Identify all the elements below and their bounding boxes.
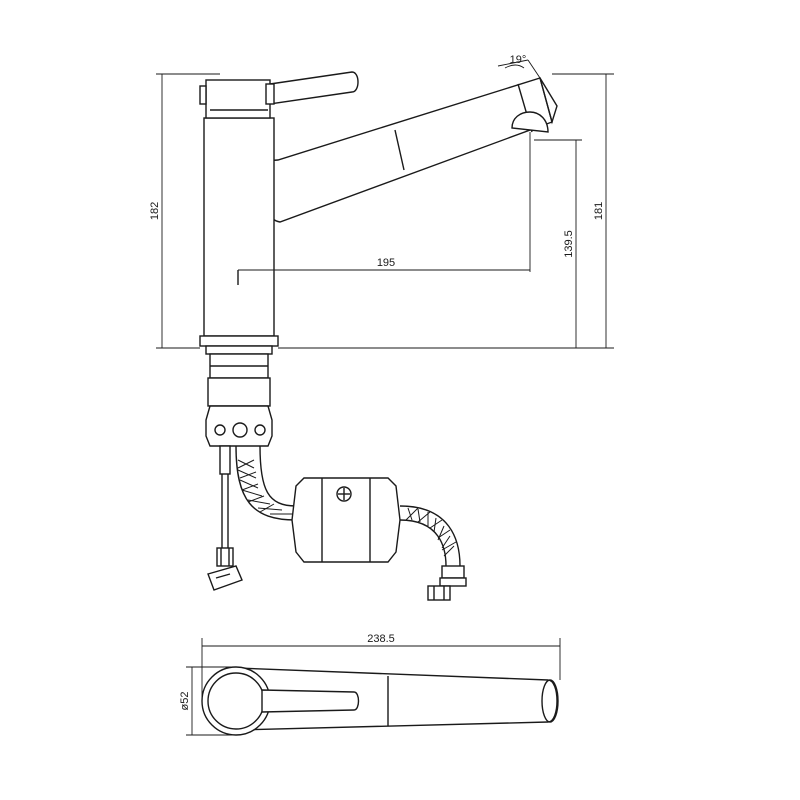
dim-total-length: 238.5 [367, 633, 395, 645]
dim-base-diameter: ø52 [179, 692, 191, 711]
dim-spout-angle: 19° [510, 54, 527, 66]
side-view-dimensions: 182 181 139.5 195 19° [149, 54, 614, 349]
base-circle [201, 666, 271, 736]
dim-spout-height: 181 [593, 202, 605, 220]
top-lever [261, 689, 360, 713]
spout [261, 77, 558, 223]
top-view-dimensions: 238.5 ø52 [179, 633, 561, 736]
top-view [201, 666, 559, 736]
side-view [199, 71, 558, 601]
lever-handle [199, 71, 359, 119]
hose-fitting-right [427, 565, 467, 601]
braided-hose [235, 445, 461, 567]
spout-outlet [511, 111, 549, 133]
dim-total-height: 182 [149, 202, 161, 220]
cartridge-housing [291, 477, 401, 563]
dim-spout-reach: 195 [377, 257, 395, 269]
faucet-body [199, 117, 279, 355]
dim-outlet-height: 139.5 [563, 230, 575, 258]
supply-pipe-left [207, 445, 243, 591]
shank-and-nut [205, 353, 273, 447]
